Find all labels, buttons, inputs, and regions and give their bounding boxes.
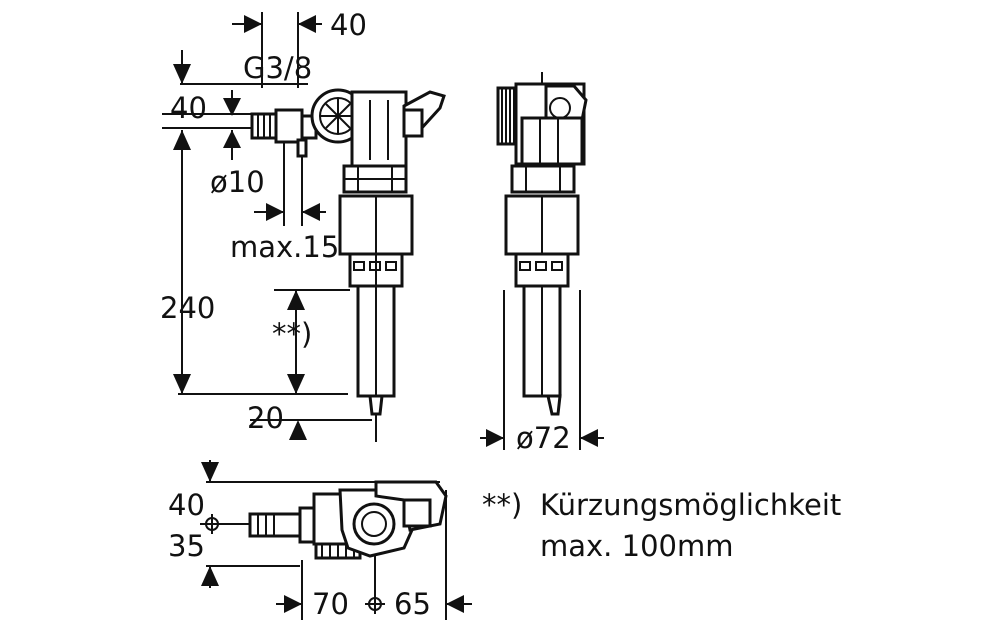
side-view [480,72,604,450]
front-view [162,12,446,442]
dim-240: 240 [160,291,215,325]
dim-top-40: 40 [330,8,367,42]
footnote-line2: max. 100mm [540,529,733,563]
dim-star-mark: **) [272,317,312,351]
dim-20: 20 [247,401,284,435]
dim-d10: ø10 [210,165,265,199]
dim-d72: ø72 [516,421,571,455]
footnote-line1: Kürzungsmöglichkeit [540,488,841,522]
dim-bottom-35: 35 [168,529,205,563]
dim-70: 70 [312,587,349,621]
dim-bottom-40: 40 [168,488,205,522]
dim-65: 65 [394,587,431,621]
dim-g38: G3/8 [243,51,312,85]
dim-left-40: 40 [170,91,207,125]
dim-max15: max.15 [230,230,339,264]
footnote-marker: **) [482,488,522,522]
top-view [200,460,472,620]
